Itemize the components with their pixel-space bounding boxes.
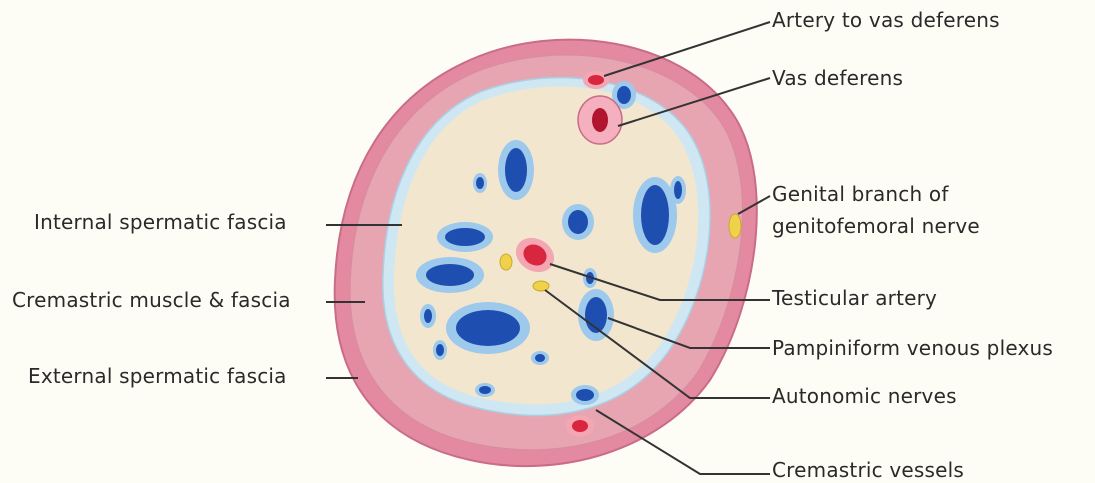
autonomic-nerve [500, 254, 512, 270]
label-vas-deferens: Vas deferens [772, 66, 903, 90]
label-genital-branch-line2: genitofemoral nerve [772, 214, 980, 238]
label-external-spermatic-fascia: External spermatic fascia [28, 364, 287, 388]
label-pampiniform-venous-plexus: Pampiniform venous plexus [772, 336, 1053, 360]
vas-deferens [578, 96, 622, 144]
label-cremastric-vessels: Cremastric vessels [772, 458, 964, 482]
label-genital-branch-line1: Genital branch of [772, 182, 949, 206]
label-cremastric-muscle-fascia: Cremastric muscle & fascia [12, 288, 291, 312]
genital-branch-nerve [729, 214, 741, 238]
label-artery-to-vas-deferens: Artery to vas deferens [772, 8, 1000, 32]
label-autonomic-nerves: Autonomic nerves [772, 384, 957, 408]
label-testicular-artery: Testicular artery [772, 286, 937, 310]
autonomic-nerve [533, 281, 549, 291]
label-internal-spermatic-fascia: Internal spermatic fascia [34, 210, 287, 234]
